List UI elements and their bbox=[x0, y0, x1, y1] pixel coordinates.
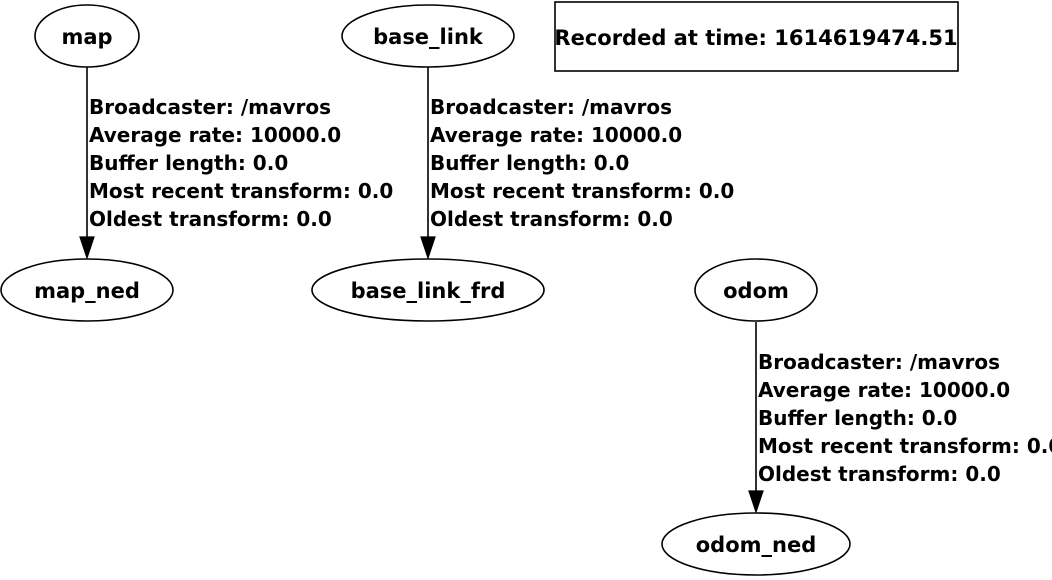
edge-buffer-length-label: Buffer length: 0.0 bbox=[758, 406, 957, 430]
frame-node-map-ned[interactable]: map_ned bbox=[0, 258, 174, 322]
edge-most-recent-label: Most recent transform: 0.0 bbox=[89, 179, 393, 203]
arrow-head-odom-to-odom-ned bbox=[748, 490, 764, 514]
edge-map-to-map-ned: Broadcaster: /mavros Average rate: 10000… bbox=[79, 67, 393, 260]
frame-node-odom-label: odom bbox=[723, 279, 789, 303]
edge-buffer-length-label: Buffer length: 0.0 bbox=[89, 151, 288, 175]
edge-oldest-label: Oldest transform: 0.0 bbox=[89, 207, 332, 231]
frame-node-base-link-frd-label: base_link_frd bbox=[351, 279, 506, 303]
frame-node-base-link-frd-shape bbox=[311, 258, 545, 322]
edge-base-link-to-base-link-frd: Broadcaster: /mavros Average rate: 10000… bbox=[420, 67, 734, 260]
edge-broadcaster-label: Broadcaster: /mavros bbox=[758, 350, 1000, 374]
frame-node-odom-ned-label: odom_ned bbox=[696, 533, 817, 557]
frame-node-odom-ned[interactable]: odom_ned bbox=[661, 512, 851, 576]
edge-most-recent-label: Most recent transform: 0.0 bbox=[758, 434, 1052, 458]
edge-average-rate-label: Average rate: 10000.0 bbox=[89, 123, 341, 147]
timestamp-box: Recorded at time: 1614619474.51 bbox=[554, 1, 959, 72]
timestamp-label: Recorded at time: 1614619474.51 bbox=[554, 26, 957, 50]
frame-node-map-ned-label: map_ned bbox=[34, 279, 140, 303]
arrow-head-base-link-to-base-link-frd bbox=[420, 236, 436, 260]
frame-node-odom-shape bbox=[694, 258, 818, 322]
frame-node-map[interactable]: map bbox=[34, 4, 140, 68]
edge-broadcaster-label: Broadcaster: /mavros bbox=[89, 95, 331, 119]
edge-broadcaster-label: Broadcaster: /mavros bbox=[430, 95, 672, 119]
edge-odom-to-odom-ned: Broadcaster: /mavros Average rate: 10000… bbox=[748, 322, 1052, 514]
frame-node-map-shape bbox=[34, 4, 140, 68]
timestamp-box-border bbox=[554, 1, 959, 72]
edge-oldest-label: Oldest transform: 0.0 bbox=[758, 462, 1001, 486]
edge-buffer-length-label: Buffer length: 0.0 bbox=[430, 151, 629, 175]
frame-node-map-ned-shape bbox=[0, 258, 174, 322]
frame-node-odom[interactable]: odom bbox=[694, 258, 818, 322]
frame-node-base-link-label: base_link bbox=[373, 25, 484, 49]
edge-oldest-label: Oldest transform: 0.0 bbox=[430, 207, 673, 231]
edge-average-rate-label: Average rate: 10000.0 bbox=[758, 378, 1010, 402]
arrow-head-map-to-map-ned bbox=[79, 236, 95, 260]
frame-node-odom-ned-shape bbox=[661, 512, 851, 576]
frame-node-map-label: map bbox=[61, 25, 112, 49]
edge-most-recent-label: Most recent transform: 0.0 bbox=[430, 179, 734, 203]
edge-average-rate-label: Average rate: 10000.0 bbox=[430, 123, 682, 147]
frame-node-base-link-frd[interactable]: base_link_frd bbox=[311, 258, 545, 322]
frame-node-base-link-shape bbox=[341, 4, 515, 68]
frame-node-base-link[interactable]: base_link bbox=[341, 4, 515, 68]
